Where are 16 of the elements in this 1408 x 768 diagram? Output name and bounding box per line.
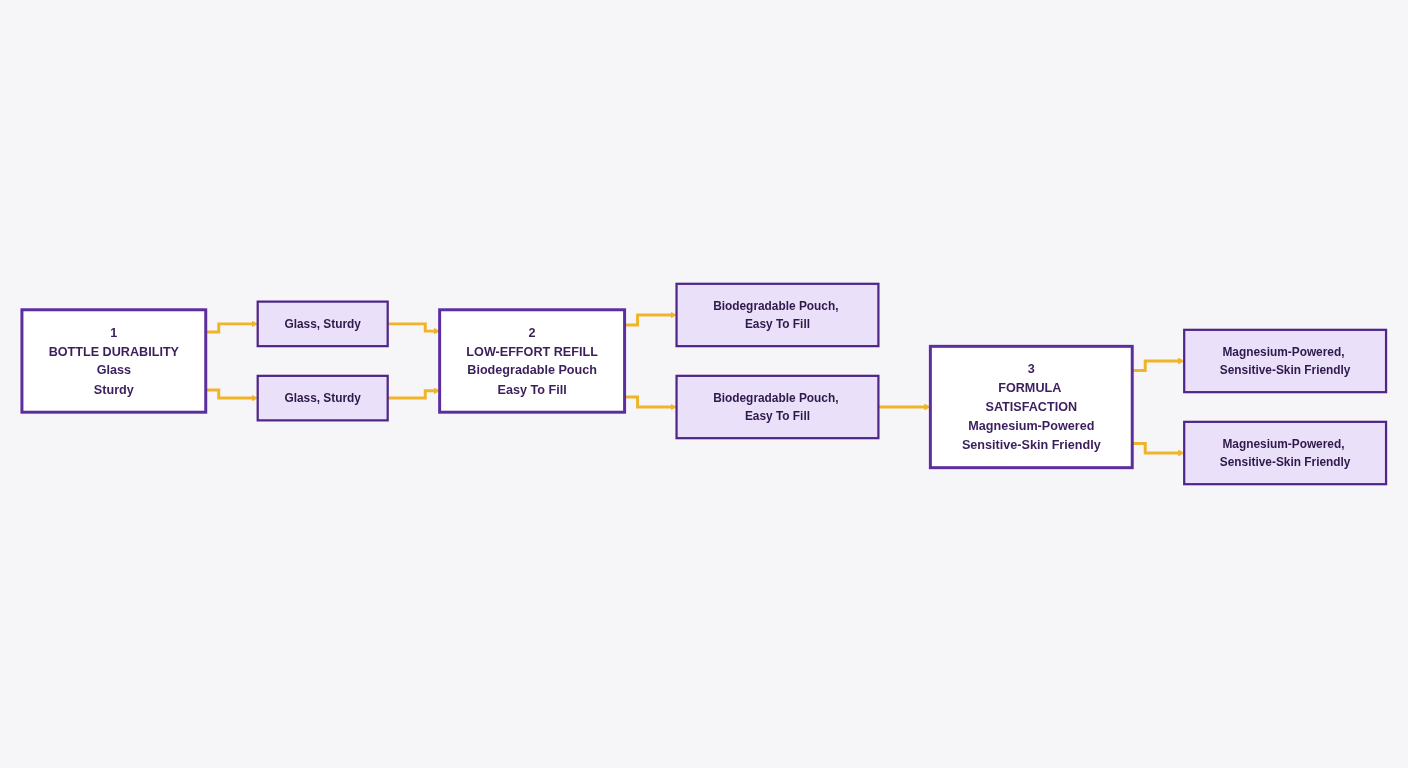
node-box: Glass, Sturdy xyxy=(256,374,389,422)
node-box: Biodegradable Pouch, Easy To Fill xyxy=(675,374,880,440)
arrow xyxy=(205,388,258,402)
node-box: Glass, Sturdy xyxy=(256,300,389,348)
node-box: 3 FORMULA SATISFACTION Magnesium-Powered Sensitive-Skin Friendly xyxy=(928,344,1134,470)
arrow xyxy=(624,311,677,327)
node-box: Magnesium-Powered, Sensitive-Skin Friendly xyxy=(1183,420,1388,486)
arrow xyxy=(624,395,677,411)
node-box: Magnesium-Powered, Sensitive-Skin Friendly xyxy=(1183,328,1388,394)
arrow xyxy=(878,403,931,411)
arrow xyxy=(205,320,258,334)
arrow xyxy=(1132,357,1185,372)
node-box: 1 BOTTLE DURABILITY Glass Sturdy xyxy=(20,308,208,414)
node-box: Biodegradable Pouch, Easy To Fill xyxy=(675,282,880,348)
node-box: 2 LOW-EFFORT REFILL Biodegradable Pouch Easy To Fill xyxy=(438,308,627,414)
arrow xyxy=(1132,442,1185,457)
